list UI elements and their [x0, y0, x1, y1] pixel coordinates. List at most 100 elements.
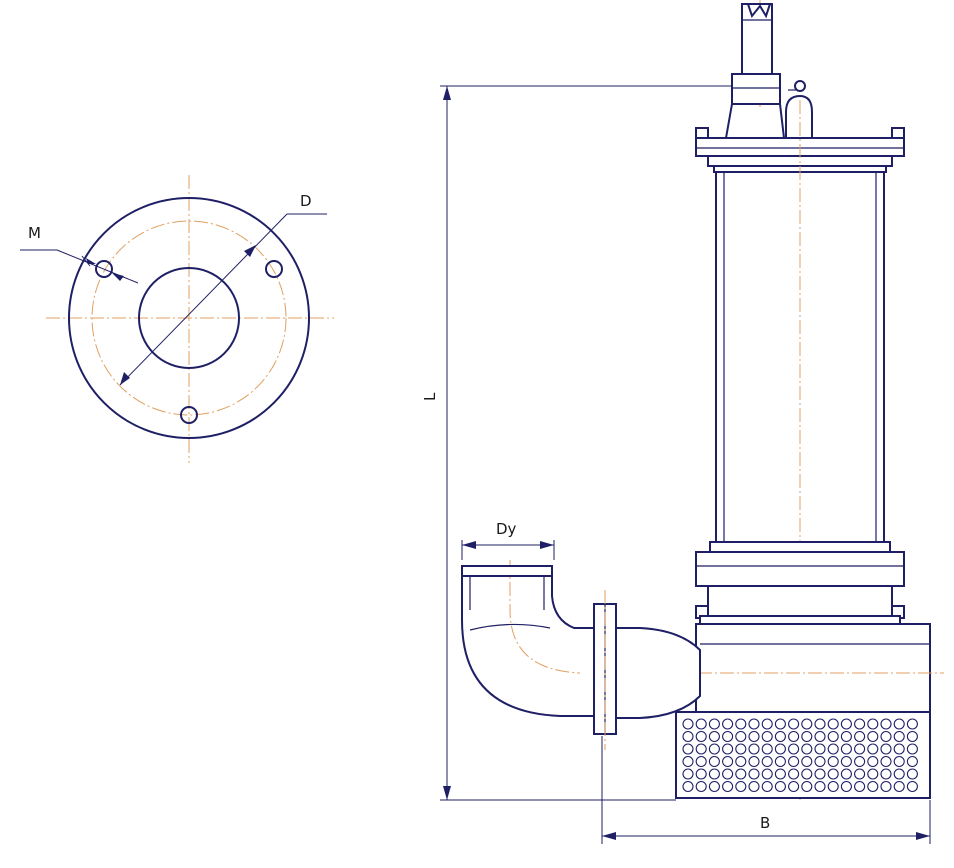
strainer-hole [695, 768, 707, 780]
strainer-hole [827, 768, 839, 780]
strainer-hole [695, 780, 707, 793]
strainer-hole [722, 718, 734, 730]
strainer-hole [788, 743, 800, 755]
arrow-head [443, 786, 451, 800]
middle-flange-top [709, 541, 891, 553]
strainer-hole [906, 718, 918, 730]
strainer-hole [880, 743, 892, 755]
strainer-hole [814, 730, 826, 743]
flange-bore-circle [138, 267, 240, 369]
bolt-hole [180, 406, 198, 424]
strainer-hole [840, 718, 852, 730]
strainer-hole [880, 718, 892, 730]
strainer-hole [695, 718, 707, 730]
strainer-hole [788, 768, 800, 780]
strainer-hole [827, 755, 839, 768]
strainer-hole [708, 755, 720, 768]
flange-top-view: D M [20, 175, 334, 463]
strainer-hole [840, 730, 852, 743]
strainer-hole [774, 755, 786, 768]
arrow-head [86, 258, 96, 264]
strainer-hole [906, 730, 918, 743]
strainer-hole [682, 780, 694, 793]
strainer-hole [735, 743, 747, 755]
pump-side-view: Dy L B [421, 0, 944, 844]
strainer-hole [788, 755, 800, 768]
strainer-hole [893, 718, 905, 730]
strainer-hole [827, 718, 839, 730]
strainer-hole [880, 780, 892, 793]
strainer-hole [880, 730, 892, 743]
strainer-hole [774, 768, 786, 780]
discharge-elbow [461, 565, 595, 717]
strainer-hole [722, 743, 734, 755]
strainer-hole [801, 718, 813, 730]
flange-outer-circle [68, 197, 310, 439]
dimension-line-M [56, 249, 139, 284]
strainer-hole [761, 780, 773, 793]
strainer-hole [840, 755, 852, 768]
strainer-hole [735, 755, 747, 768]
elbow-rim [461, 565, 553, 577]
strainer-hole [748, 730, 760, 743]
strainer-hole [801, 755, 813, 768]
strainer-hole [827, 743, 839, 755]
strainer-hole [722, 768, 734, 780]
strainer-hole [761, 718, 773, 730]
strainer-hole [854, 755, 866, 768]
strainer-hole [814, 780, 826, 793]
strainer-hole [893, 730, 905, 743]
strainer-hole [801, 780, 813, 793]
cover-bolt-left [695, 127, 709, 139]
arrow-head [443, 86, 451, 100]
strainer-hole [788, 730, 800, 743]
strainer-hole [854, 743, 866, 755]
arrow-head [462, 541, 476, 549]
volute-top-rim [699, 615, 901, 625]
strainer-holes [682, 718, 918, 793]
strainer-hole [867, 780, 879, 793]
strainer-hole [774, 780, 786, 793]
volute-body [695, 623, 931, 713]
cover-bolt-right [891, 127, 905, 139]
elbow-cut-line [469, 623, 551, 631]
strainer-hole [814, 755, 826, 768]
strainer-hole [867, 730, 879, 743]
strainer-hole [735, 780, 747, 793]
discharge-pipe [461, 560, 701, 750]
strainer-hole [801, 768, 813, 780]
strainer-hole [735, 768, 747, 780]
label-D: D [300, 192, 312, 210]
strainer-hole [854, 718, 866, 730]
strainer-hole [774, 718, 786, 730]
cable-gland [731, 73, 781, 105]
strainer-hole [708, 780, 720, 793]
label-B: B [760, 814, 770, 832]
strainer-hole [788, 718, 800, 730]
label-Dy: Dy [496, 520, 517, 538]
strainer-hole [867, 743, 879, 755]
arrow-head [540, 541, 554, 549]
dimension-line-D [119, 213, 288, 386]
strainer-hole [722, 730, 734, 743]
strainer-hole [748, 743, 760, 755]
strainer-hole [814, 718, 826, 730]
strainer-hole [695, 743, 707, 755]
strainer-hole [722, 755, 734, 768]
lifting-eye-bolt [794, 80, 806, 92]
strainer-hole [708, 718, 720, 730]
label-L: L [421, 392, 439, 401]
strainer-hole [840, 780, 852, 793]
volute-outlet-stub [615, 627, 701, 719]
strainer-hole [814, 743, 826, 755]
strainer-hole [801, 730, 813, 743]
dimension-L: L [421, 85, 732, 801]
strainer-hole [708, 730, 720, 743]
strainer-hole [893, 780, 905, 793]
strainer-hole [893, 755, 905, 768]
strainer-hole [735, 718, 747, 730]
strainer-hole [708, 743, 720, 755]
strainer-hole [708, 768, 720, 780]
cable-entry [725, 3, 813, 139]
strainer-hole [788, 780, 800, 793]
